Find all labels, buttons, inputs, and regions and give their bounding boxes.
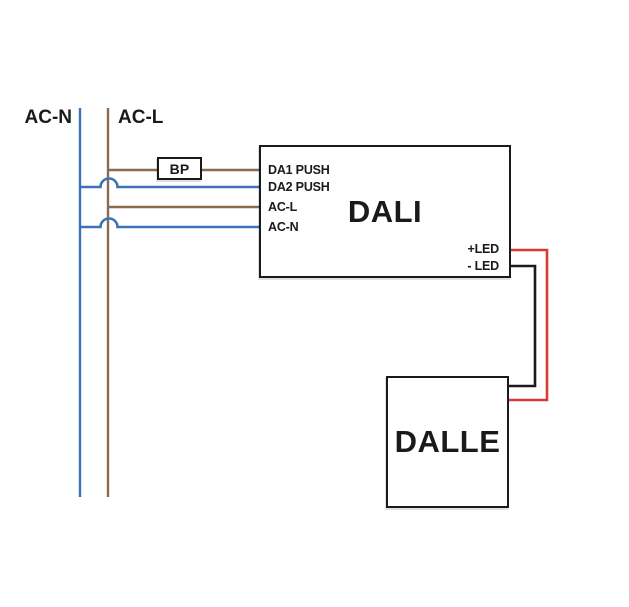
ac-live-label: AC-L [118, 107, 164, 128]
terminal-label-led-positive: +LED [467, 242, 500, 256]
dalle-panel-box: DALLE [386, 376, 509, 508]
led-positive-wire [508, 248, 549, 402]
terminal-label-ac-l: AC-L [268, 200, 298, 214]
da2-push-wire [80, 177, 261, 189]
push-button-label: BP [169, 160, 190, 177]
terminal-label-led-negative: - LED [467, 259, 499, 273]
ac-neutral-label: AC-N [24, 107, 73, 128]
led-negative-wire [508, 264, 537, 388]
ac-n-wire [80, 217, 261, 229]
dali-driver-box: DALI [259, 145, 511, 278]
push-button-box: BP [157, 157, 202, 180]
dali-driver-title: DALI [347, 193, 423, 229]
terminal-label-da1-push: DA1 PUSH [268, 163, 330, 177]
terminal-label-ac-n: AC-N [268, 220, 299, 234]
terminal-label-da2-push: DA2 PUSH [268, 180, 330, 194]
dalle-panel-title: DALLE [394, 424, 501, 459]
